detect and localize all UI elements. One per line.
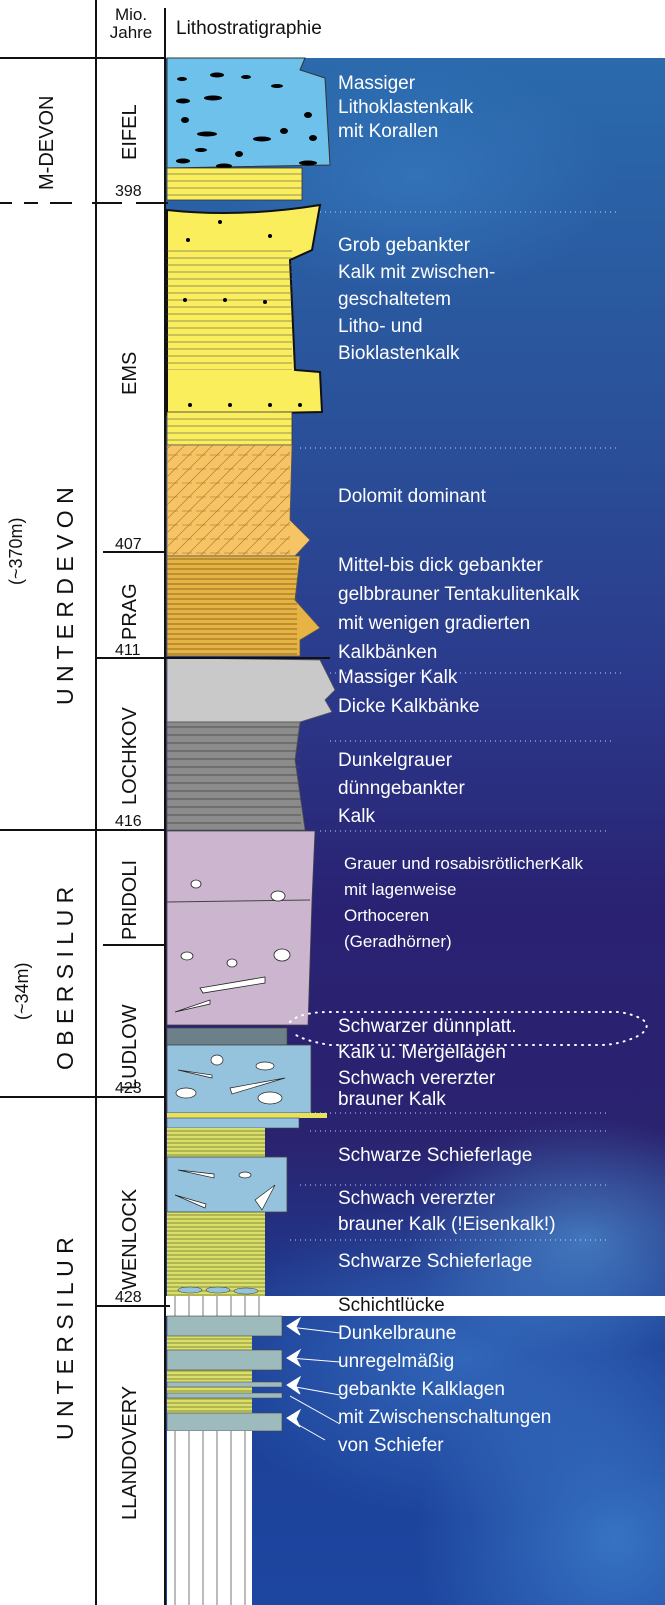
desc-line: mit Zwischenschaltungen (338, 1407, 552, 1428)
desc-line: brauner Kalk (338, 1089, 446, 1110)
age-411: 411 (115, 642, 141, 659)
series-untersilur: U N T E R S I L U R (52, 1237, 78, 1440)
series-obersilur: O B E R S I L U R (52, 886, 78, 1070)
layer-pridoli (166, 830, 316, 1026)
desc-line: Lithoklastenkalk (338, 97, 474, 118)
layer-ludlow-dark (166, 1027, 288, 1046)
age-423: 423 (115, 1080, 142, 1097)
desc-line: Orthoceren (344, 906, 430, 925)
layer-llandovery (166, 1315, 283, 1605)
layer-ludlow (166, 1044, 312, 1114)
layer-lochkov-light (166, 657, 336, 723)
stage-wenlock: WENLOCK (119, 1188, 141, 1290)
stage-pridoli: PRIDOLI (119, 859, 141, 940)
schichtluecke-bar (165, 1296, 665, 1316)
desc-line: brauner Kalk (!Eisenkalk!) (338, 1214, 556, 1235)
stage-ems: EMS (119, 351, 141, 395)
desc-line: Litho- und (338, 316, 423, 337)
thickness-obersilur: (~34m) (12, 962, 32, 1020)
desc-schwarzer: Schwarzer dünnplatt. Kalk u. Mergellagen (338, 1014, 517, 1066)
desc-line: Kalk (338, 806, 375, 827)
desc-line: Grauer und rosabisrötlicherKalk (344, 854, 584, 873)
desc-schiefer-2: Schwarze Schieferlage (338, 1251, 533, 1272)
desc-dolomit: Dolomit dominant (338, 486, 486, 507)
desc-line: Schwach vererzter (338, 1188, 496, 1209)
stage-llandovery: LLANDOVERY (119, 1385, 141, 1520)
thickness-unterdevon: (~370m) (6, 517, 26, 585)
desc-line: Bioklastenkalk (338, 343, 460, 364)
desc-line: (Geradhörner) (344, 932, 452, 951)
stage-ludlow: LUDLOW (119, 1004, 141, 1090)
years-label-2: Jahre (109, 23, 153, 42)
stage-eifel: EIFEL (119, 104, 141, 160)
desc-llandovery: Dunkelbraune unregelmäßig gebankte Kalklag… (338, 1320, 551, 1460)
desc-dicke: Dicke Kalkbänke (338, 696, 480, 717)
desc-massig: Massiger Kalk (338, 667, 458, 688)
desc-line: mit wenigen gradierten (338, 613, 531, 634)
desc-line: geschaltetem (338, 289, 452, 310)
age-407: 407 (115, 536, 142, 553)
age-416: 416 (115, 813, 142, 830)
desc-line: dünngebankter (338, 778, 465, 799)
series-unterdevon: U N T E R D E V O N (52, 487, 78, 705)
stage-lochkov: LOCHKOV (119, 707, 141, 805)
litho-header: Lithostratigraphie (176, 18, 322, 39)
desc-line: Grob gebankter (338, 235, 471, 256)
desc-line: unregelmäßig (338, 1351, 455, 1372)
desc-line: Schwarzer dünnplatt. (338, 1016, 517, 1037)
desc-line: mit Korallen (338, 121, 439, 142)
desc-line: Massiger (338, 73, 416, 94)
desc-prag: Mittel-bis dick gebankter gelbbrauner Ten… (338, 551, 580, 667)
desc-schiefer-1: Schwarze Schieferlage (338, 1145, 533, 1166)
desc-pridoli: Grauer und rosabisrötlicherKalk mit lagen… (344, 851, 583, 955)
desc-eisenkalk: Schwach vererzter brauner Kalk (!Eisenkal… (338, 1186, 556, 1238)
years-header: Mio.Jahre (97, 6, 165, 42)
desc-line: gelbbrauner Tentakulitenkalk (338, 584, 580, 605)
desc-line: mit lagenweise (344, 880, 457, 899)
age-428: 428 (115, 1289, 142, 1306)
desc-line: Kalk u. Mergellagen (338, 1042, 506, 1063)
desc-line: Kalkbänken (338, 642, 438, 663)
series-m-devon: M-DEVON (36, 95, 58, 190)
desc-line: Dunkelbraune (338, 1323, 457, 1344)
desc-line: Schwach vererzter (338, 1068, 496, 1089)
desc-line: Kalk mit zwischen- (338, 262, 496, 283)
desc-line: Mittel-bis dick gebankter (338, 555, 543, 576)
desc-line: gebankte Kalklagen (338, 1379, 505, 1400)
dotted-ellipse (289, 1011, 648, 1046)
stage-prag: PRAG (119, 583, 141, 640)
age-398: 398 (115, 183, 142, 200)
desc-schichtluecke: Schichtlücke (338, 1295, 445, 1316)
desc-line: Dunkelgrauer (338, 750, 453, 771)
desc-line: von Schiefer (338, 1435, 444, 1456)
years-label-1: Mio. (114, 5, 148, 24)
